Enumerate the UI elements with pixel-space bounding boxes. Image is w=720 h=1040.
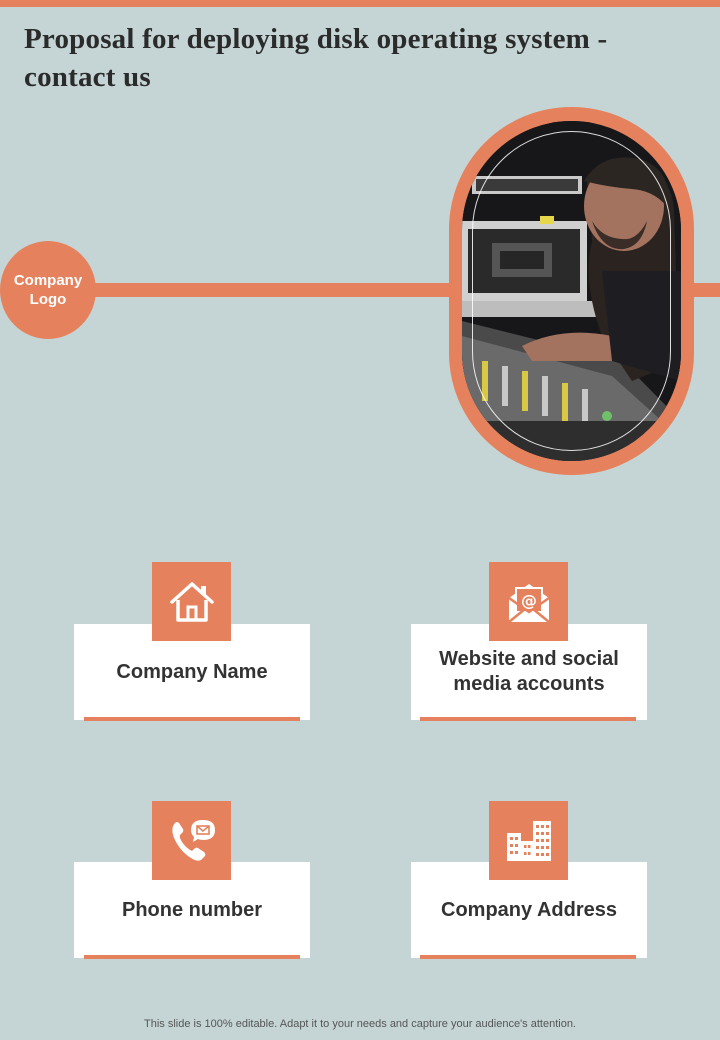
phone-number-card[interactable]: Phone number (74, 862, 310, 958)
svg-text:@: @ (521, 591, 537, 610)
company-logo-placeholder[interactable]: Company Logo (0, 241, 96, 339)
slide-title: Proposal for deploying disk operating sy… (24, 23, 608, 93)
website-social-label: Website and social media accounts (439, 648, 619, 695)
photo-inner-outline (472, 131, 671, 451)
card-underline (84, 955, 300, 959)
phone-message-icon (152, 801, 231, 880)
phone-number-label: Phone number (121, 898, 262, 921)
card-underline (420, 955, 636, 959)
company-logo-label: Company Logo (13, 272, 83, 308)
card-underline (84, 717, 300, 721)
footer-note: This slide is 100% editable. Adapt it to… (144, 1018, 576, 1030)
buildings-icon (489, 801, 568, 880)
card-underline (420, 717, 636, 721)
company-name-label: Company Name (116, 660, 268, 683)
top-accent-strip (0, 0, 720, 7)
email-at-icon: @ (489, 562, 568, 641)
website-social-card[interactable]: Website and social media accounts (411, 624, 647, 720)
company-address-label: Company Address (441, 898, 617, 921)
home-icon (152, 562, 231, 641)
